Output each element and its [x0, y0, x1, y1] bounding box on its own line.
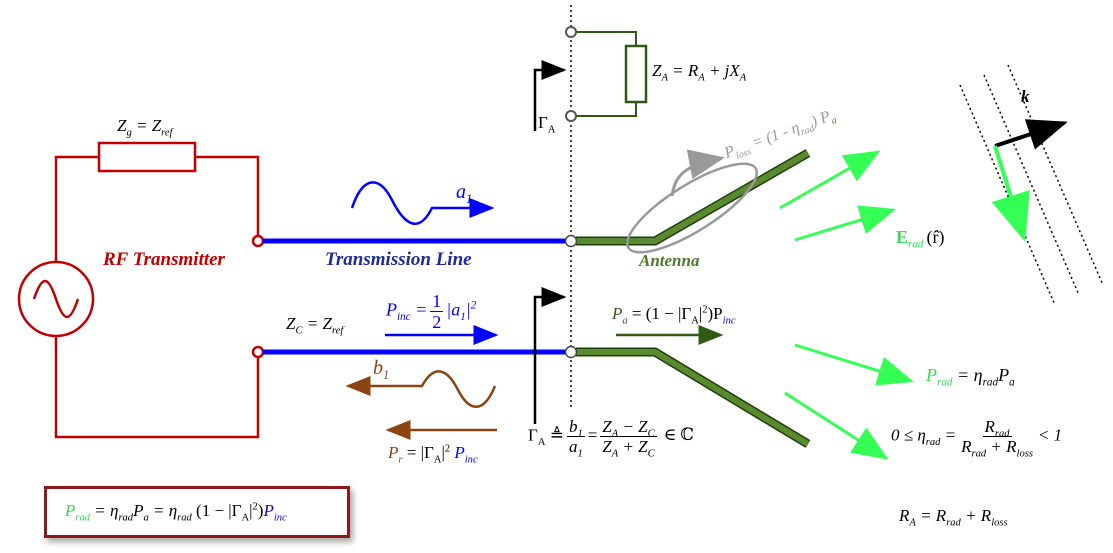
erad-label: Erad(r̂) [896, 227, 945, 251]
antenna-label: Antenna [639, 251, 700, 270]
summary-formula-box: Prad = ηradPa = ηrad (1 − |ΓA|2)Pinc [44, 486, 350, 538]
antenna-impedance-circuit [565, 26, 648, 122]
ra-equation: RA = Rrad + Rloss [899, 506, 1008, 529]
zg-label: Zg = Zref [117, 116, 173, 139]
za-equation: ZA = RA + jXA [652, 61, 747, 84]
incident-wave [350, 181, 495, 225]
antenna-impedance-resistor [624, 44, 648, 104]
transmission-line-label: Transmission Line [325, 249, 472, 270]
gamma-a-label: ΓA [538, 113, 556, 136]
antenna-arms [576, 149, 811, 448]
transmission-line [263, 238, 568, 355]
rf-transmitter-circuit [17, 141, 265, 439]
source-impedance-resistor [97, 141, 197, 173]
gamma-a-bracket-bottom [533, 287, 567, 424]
gamma-a-bracket-top [533, 60, 567, 131]
k-label: k [1021, 87, 1030, 106]
pa-equation: Pa = (1 − |ΓA|2)Pinc [612, 304, 736, 327]
pr-equation: Pr = |ΓA|2 Pinc [388, 443, 478, 466]
prad-equation: Prad = ηradPa [926, 365, 1015, 389]
plane-wave [959, 64, 1104, 306]
radiation-arrows [779, 150, 914, 460]
reflected-wave [345, 370, 497, 408]
rf-transmitter-label: RF Transmitter [103, 249, 225, 270]
loss-ellipse [625, 162, 759, 254]
b1-label: b1 [373, 357, 390, 382]
zc-label: ZC = Zref [286, 314, 344, 337]
summary-formula: Prad = ηradPa = ηrad (1 − |ΓA|2)Pinc [65, 501, 287, 524]
a1-label: a1 [456, 181, 473, 206]
